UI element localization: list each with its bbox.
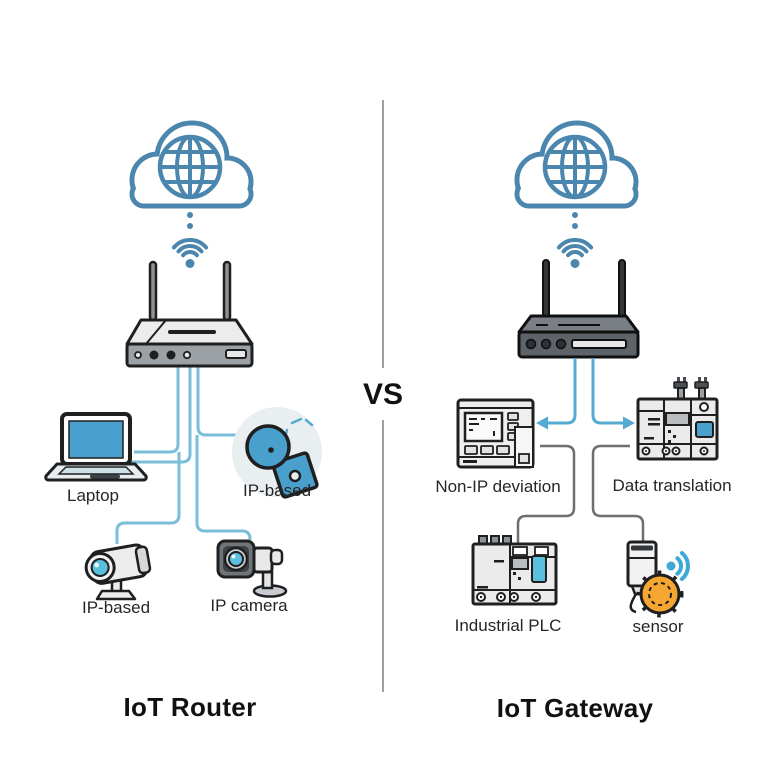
router-icon [125, 260, 254, 368]
cctv-camera-label: IP-based [81, 598, 151, 617]
divider-line-bottom [382, 420, 384, 692]
right-arrowhead-icon [623, 416, 635, 430]
right-title: IoT Gateway [496, 693, 654, 723]
laptop-icon [44, 412, 148, 482]
laptop-label: Laptop [67, 486, 119, 505]
router-connection-lines [115, 366, 252, 544]
left-arrowhead-icon [536, 416, 548, 430]
sensor-label: sensor [632, 617, 684, 636]
wireless-sensor-icon [626, 540, 690, 618]
industrial-plc-label: Industrial PLC [454, 616, 562, 635]
sensor-wifi-icon [666, 561, 676, 571]
protocol-translator-icon [636, 377, 719, 461]
divider-line-top [382, 100, 384, 368]
internet-cloud-icon [517, 123, 636, 268]
ip-media-icon [232, 407, 322, 499]
gateway-arrows [536, 358, 635, 430]
ip-camera-icon [216, 539, 288, 598]
left-title: IoT Router [123, 692, 257, 722]
industrial-plc-icon [471, 535, 558, 606]
ip-media-label: IP-based [242, 481, 312, 500]
gateway-icon [517, 259, 640, 359]
control-panel-icon [456, 398, 535, 469]
vs-label: VS [354, 376, 412, 414]
gateway-connection-lines [516, 444, 645, 543]
internet-cloud-icon [132, 123, 251, 268]
control-panel-label: Non-IP deviation [435, 477, 561, 496]
data-translation-label: Data translation [612, 476, 732, 495]
ip-camera-label: IP camera [210, 596, 288, 615]
cctv-camera-icon [84, 543, 152, 601]
